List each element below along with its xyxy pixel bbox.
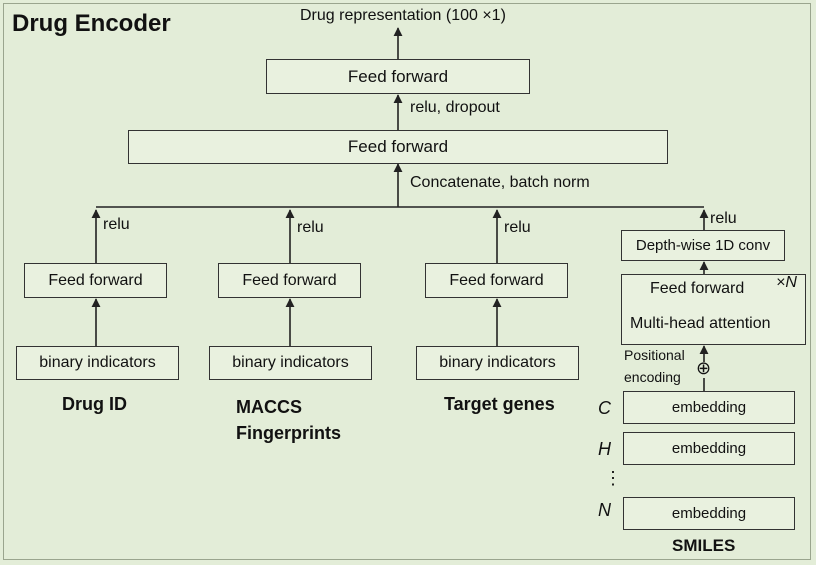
transformer-block <box>621 274 806 345</box>
branch2-caption: MACCS Fingerprints <box>236 397 342 443</box>
branch2-ff-label: Feed forward <box>242 271 337 289</box>
smiles-caption: SMILES <box>672 536 736 555</box>
branch2-input-label: binary indicators <box>232 354 349 371</box>
positional-label-line1: Positional <box>624 347 685 363</box>
token-c-embed-label: embedding <box>671 399 747 416</box>
token-ellipsis: ⋮ <box>604 468 622 488</box>
branch3-input-label: binary indicators <box>439 354 556 371</box>
smiles-activation: relu <box>710 210 737 227</box>
token-n-letter: N <box>598 500 611 520</box>
token-h-embed-label: embedding <box>671 440 747 457</box>
top-ff-label: Feed forward <box>347 66 449 86</box>
branch1-caption: Drug ID <box>62 394 127 414</box>
branch3-caption: Target genes <box>444 394 555 414</box>
token-n-embedding: embedding <box>623 497 795 530</box>
token-h-embedding: embedding <box>623 432 795 465</box>
branch2-input: binary indicators <box>209 346 372 380</box>
branch3-feed-forward: Feed forward <box>425 263 568 298</box>
top-feed-forward: Feed forward <box>266 59 530 94</box>
mid-feed-forward: Feed forward <box>128 130 668 164</box>
top-activation-label: relu, dropout <box>410 99 500 116</box>
branch1-input-label: binary indicators <box>39 354 156 371</box>
token-c-embedding: embedding <box>623 391 795 424</box>
merge-label: Concatenate, batch norm <box>410 174 590 191</box>
branch3-ff-label: Feed forward <box>449 271 544 289</box>
repeat-label: ×N <box>776 274 797 291</box>
transformer-feed-forward: Feed forward <box>650 280 745 297</box>
plus-symbol: ⊕ <box>696 358 712 378</box>
branch3-input: binary indicators <box>416 346 579 380</box>
branch1-input: binary indicators <box>16 346 179 380</box>
mid-ff-label: Feed forward <box>347 137 449 156</box>
branch3-activation: relu <box>504 219 531 236</box>
branch2-activation: relu <box>297 219 324 236</box>
token-n-embed-label: embedding <box>671 505 747 522</box>
branch1-activation: relu <box>103 216 130 233</box>
token-h-letter: H <box>598 439 611 459</box>
branch1-ff-label: Feed forward <box>48 271 143 289</box>
depthwise-conv: Depth-wise 1D conv <box>621 230 785 261</box>
diagram-frame <box>3 3 811 560</box>
positional-label-line2: encoding <box>624 369 681 385</box>
branch1-feed-forward: Feed forward <box>24 263 167 298</box>
diagram-title: Drug Encoder <box>12 10 171 37</box>
conv-label: Depth-wise 1D conv <box>635 237 771 254</box>
branch2-feed-forward: Feed forward <box>218 263 361 298</box>
multi-head-attention: Multi-head attention <box>630 315 771 332</box>
output-label: Drug representation (100 ×1) <box>300 7 506 24</box>
token-c-letter: C <box>598 398 611 418</box>
